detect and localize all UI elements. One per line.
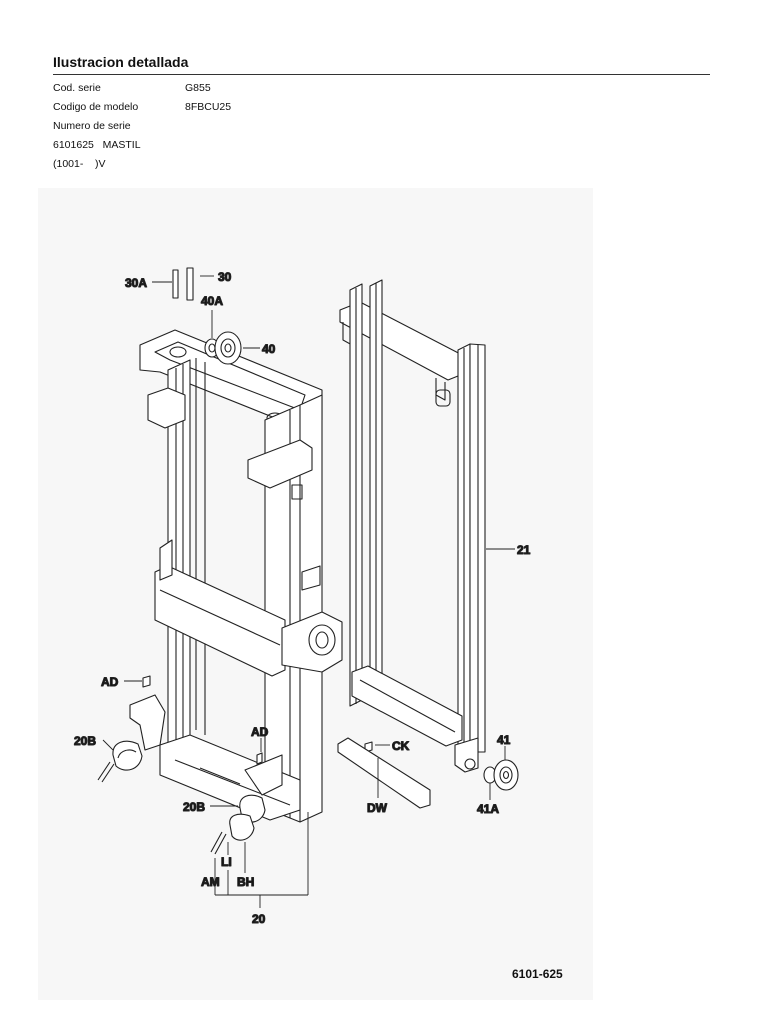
callout-LI: LI bbox=[221, 855, 232, 869]
callout-41A: 41A bbox=[477, 802, 499, 816]
part-line: 6101625 MASTIL bbox=[53, 139, 141, 151]
inner-mast bbox=[339, 279, 486, 773]
callout-40A: 40A bbox=[201, 294, 223, 308]
header-divider bbox=[53, 74, 710, 75]
field-label-serial: Numero de serie bbox=[53, 120, 131, 132]
outer-mast bbox=[129, 329, 343, 823]
field-value-model: 8FBCU25 bbox=[185, 101, 232, 113]
field-value-series: G855 bbox=[185, 82, 211, 94]
callout-AD-left: AD bbox=[101, 675, 119, 689]
callout-20B-center: 20B bbox=[183, 800, 205, 814]
page-title: Ilustracion detallada bbox=[53, 54, 189, 70]
callout-DW: DW bbox=[367, 801, 388, 815]
rollers-and-parts bbox=[97, 267, 519, 855]
callout-40: 40 bbox=[262, 342, 276, 356]
callout-AM: AM bbox=[201, 875, 220, 889]
field-label-model: Codigo de modelo bbox=[53, 101, 139, 113]
callout-30A: 30A bbox=[125, 276, 147, 290]
leader-lines bbox=[102, 275, 515, 908]
callout-20: 20 bbox=[252, 912, 266, 926]
callout-BH: BH bbox=[237, 875, 254, 889]
callout-21: 21 bbox=[517, 543, 531, 557]
callout-CK: CK bbox=[392, 739, 410, 753]
callout-AD-center: AD bbox=[251, 725, 269, 739]
field-label-series: Cod. serie bbox=[53, 82, 101, 94]
callout-41: 41 bbox=[497, 733, 511, 747]
document-number: 6101-625 bbox=[512, 967, 563, 981]
callout-30: 30 bbox=[218, 270, 232, 284]
range-line: (1001- )V bbox=[53, 158, 106, 170]
callout-20B-left: 20B bbox=[74, 734, 96, 748]
